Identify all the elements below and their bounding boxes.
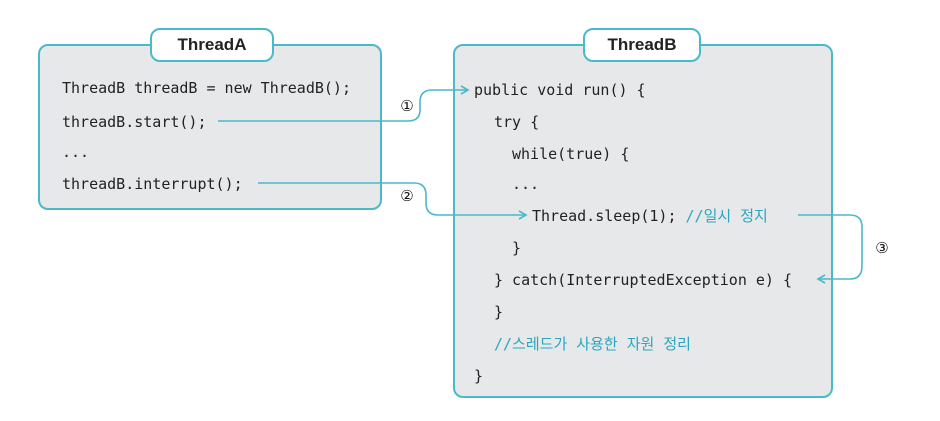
sleep-comment: //일시 정지 [685, 207, 768, 225]
arrow-start-to-run [218, 85, 470, 122]
thread-b-line-run-close: } [474, 367, 484, 385]
thread-a-line-declare: ThreadB threadB = new ThreadB(); [62, 79, 351, 97]
thread-b-title: ThreadB [583, 28, 701, 62]
thread-b-panel [453, 44, 833, 398]
thread-b-line-while-close: } [512, 239, 522, 257]
step-marker-1: ① [400, 97, 414, 115]
thread-b-line-ellipsis: ... [512, 175, 540, 193]
arrow-sleep-to-catch [798, 214, 863, 284]
thread-b-line-while: while(true) { [512, 145, 630, 163]
thread-b-line-catch-close: } [494, 303, 504, 321]
thread-b-line-cleanup-comment: //스레드가 사용한 자원 정리 [494, 335, 691, 353]
thread-a-line-ellipsis: ... [62, 143, 90, 161]
thread-b-line-catch: } catch(InterruptedException e) { [494, 271, 793, 289]
thread-a-title: ThreadA [150, 28, 274, 62]
thread-b-line-run: public void run() { [474, 81, 646, 99]
thread-a-line-start: threadB.start(); [62, 113, 207, 131]
thread-b-line-sleep: Thread.sleep(1); //일시 정지 [532, 206, 768, 226]
sleep-code: Thread.sleep(1); [532, 207, 686, 225]
step-marker-3: ③ [875, 239, 889, 257]
thread-b-line-try: try { [494, 113, 540, 131]
step-marker-2: ② [400, 187, 414, 205]
arrow-interrupt-to-sleep [258, 182, 528, 220]
thread-a-line-interrupt: threadB.interrupt(); [62, 175, 243, 193]
